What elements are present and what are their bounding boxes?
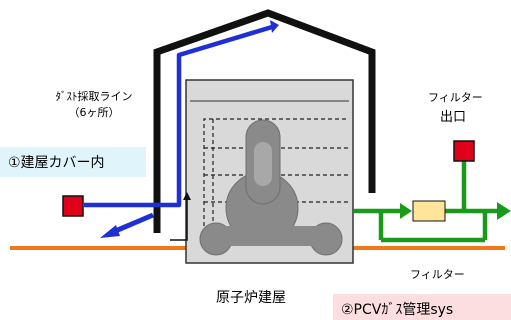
filter-outlet-sampling-point (453, 140, 475, 162)
pcv-line-mid-arrowhead (400, 203, 412, 219)
filter-box (412, 200, 446, 222)
filter-outlet-label-line2: 出口 (439, 110, 466, 125)
sampling-line-top-arrowhead (270, 20, 279, 33)
building-cover-outline (153, 9, 376, 233)
inner-arrow-line (170, 198, 188, 241)
inner-arrow-head (183, 192, 191, 200)
filter-label: フィルター (410, 268, 465, 281)
dust-sampling-line-title: ﾀﾞｽﾄ採取ライン (55, 90, 133, 103)
reactor-building-label: 原子炉建屋 (216, 290, 286, 306)
cover-sampling-arrow (112, 212, 154, 235)
reactor-core-highlight (254, 142, 272, 186)
filter-outlet-label-line1: フィルター (428, 91, 483, 104)
cover-sampling-arrowhead (100, 225, 120, 238)
dust-sampling-line-label: ﾀﾞｽﾄ採取ライン （6ヶ所） (52, 89, 136, 121)
filter-outlet-label: フィルター 出口 (428, 88, 483, 128)
pcv-gas-label-background (333, 294, 511, 320)
cover-inside-label-background (0, 147, 146, 177)
pcv-gas-line (353, 161, 500, 243)
cover-inside-label: ①建屋カバー内 (8, 155, 105, 171)
reactor-vessel (199, 119, 343, 256)
dashed-floor-lines (203, 118, 349, 233)
dust-sampling-line (84, 24, 273, 208)
dust-sampling-line-count: （6ヶ所） (68, 106, 120, 119)
cover-sampling-point (62, 195, 84, 217)
pcv-line-end-arrowhead (497, 202, 511, 220)
pcv-gas-system-label: ②PCVｶﾞｽ管理sys (341, 302, 454, 318)
